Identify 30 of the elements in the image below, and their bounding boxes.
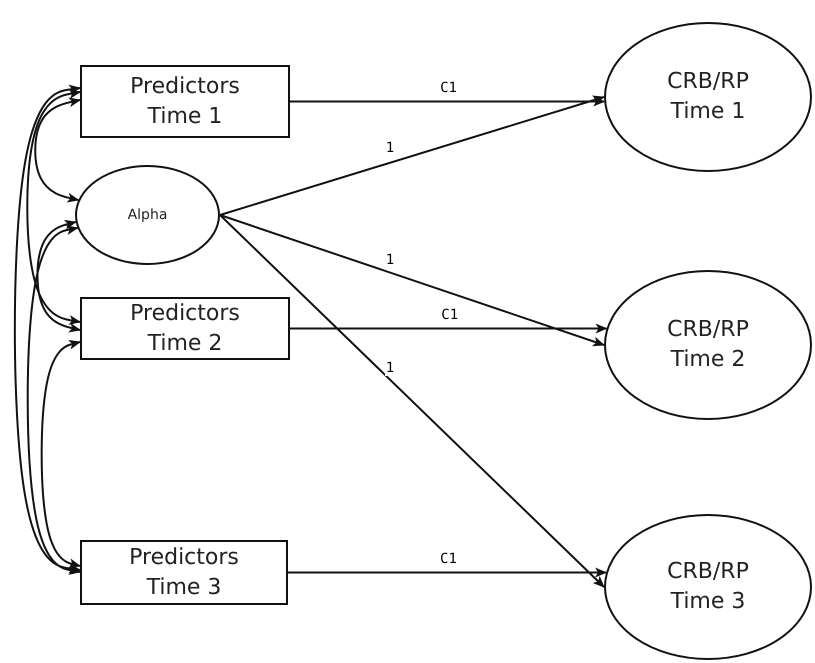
node-label: CRB/RP Time 1 xyxy=(666,68,750,126)
arrow xyxy=(26,89,81,325)
node-label: CRB/RP Time 3 xyxy=(666,558,750,616)
arrow xyxy=(288,568,608,578)
arrow xyxy=(34,97,81,202)
variable-box xyxy=(80,540,288,605)
arrow xyxy=(40,340,81,568)
arrow xyxy=(220,95,605,216)
arrow xyxy=(219,214,605,588)
node-label: Alpha xyxy=(126,206,168,225)
edge-label: C1 xyxy=(440,306,460,322)
arrow xyxy=(220,214,605,346)
arrow xyxy=(290,324,608,334)
latent-ellipse xyxy=(75,165,220,265)
arrow xyxy=(14,84,81,574)
arrow xyxy=(290,96,606,106)
latent-ellipse xyxy=(604,22,812,172)
latent-ellipse xyxy=(604,270,812,420)
variable-box xyxy=(80,297,290,360)
latent-ellipse xyxy=(604,514,812,660)
node-label: Predictors Time 2 xyxy=(129,300,241,358)
edge-label: C1 xyxy=(439,550,458,566)
edge-label: C1 xyxy=(439,80,458,96)
node-label: Predictors Time 3 xyxy=(128,544,240,602)
arrow xyxy=(26,225,81,575)
arrow xyxy=(36,220,81,332)
edge-label: 1 xyxy=(384,360,396,376)
node-label: CRB/RP Time 2 xyxy=(666,316,750,374)
variable-box xyxy=(80,65,290,138)
node-label: Predictors Time 1 xyxy=(129,72,241,130)
